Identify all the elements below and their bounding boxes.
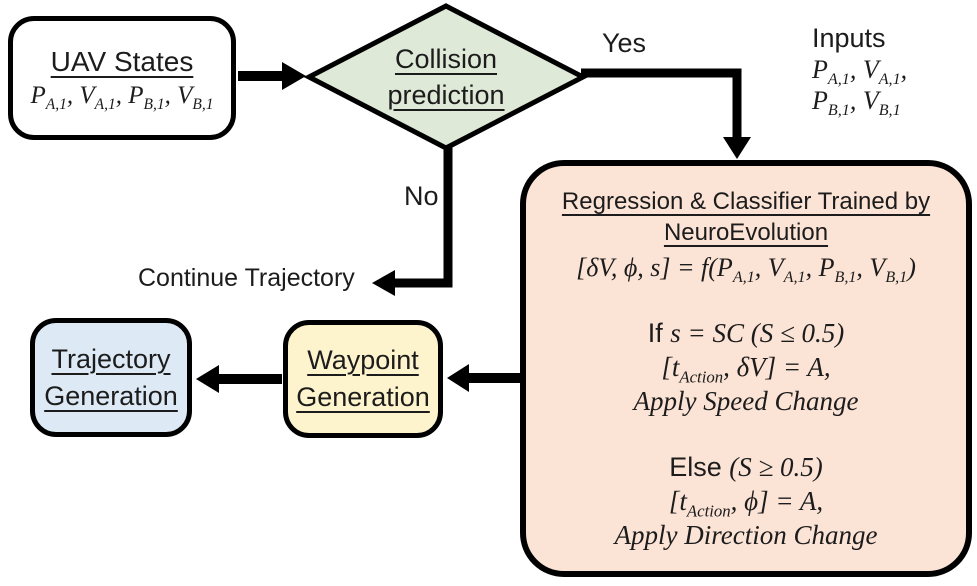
collision-label-line1: Collision — [394, 44, 498, 74]
else-keyword: Else — [669, 452, 730, 482]
node-collision-prediction: Collision prediction — [346, 27, 546, 127]
else-assignment-line: [tAction, ϕ] = A, — [668, 486, 824, 521]
regression-output-formula: [δV, ϕ, s] = f(PA,1, VA,1, PB,1, VB,1) — [576, 253, 916, 287]
trajectory-label-line2: Generation — [44, 380, 178, 411]
continue-trajectory-label: Continue Trajectory — [138, 264, 355, 292]
speed-condition-line: If s = SC (S ≤ 0.5) — [648, 316, 845, 350]
node-waypoint-generation: Waypoint Generation — [283, 320, 443, 438]
branch-label-yes: Yes — [602, 28, 647, 58]
waypoint-label-line2: Generation — [296, 382, 430, 412]
inputs-title: Inputs — [812, 23, 886, 53]
branch-label-no: No — [404, 181, 439, 211]
speed-assignment-line: [tAction, δV] = A, — [661, 352, 831, 387]
speed-keyword: If — [647, 318, 671, 348]
waypoint-label-line1: Waypoint — [307, 345, 419, 375]
inputs-formula-line2: PB,1, VB,1 — [812, 86, 901, 120]
else-condition: (S ≥ 0.5) — [729, 452, 823, 482]
regression-title-line2: NeuroEvolution — [663, 219, 829, 246]
arrow-no-head — [372, 270, 395, 296]
trajectory-label-line1: Trajectory — [51, 343, 171, 374]
inputs-formula-line1: PA,1, VA,1, — [812, 55, 908, 89]
node-regression-classifier: Regression & Classifier Trained by Neuro… — [520, 160, 972, 577]
arrow-regression-to-waypoint-head — [447, 364, 469, 392]
inputs-annotation: Inputs PA,1, VA,1, PB,1, VB,1 — [812, 22, 908, 120]
arrow-waypoint-to-trajectory-head — [196, 365, 219, 393]
arrow-yes-shaft — [581, 68, 742, 140]
speed-condition: s = SC (S ≤ 0.5) — [670, 318, 845, 348]
regression-title-line1: Regression & Classifier Trained by — [561, 188, 931, 215]
arrow-uav-to-collision-head — [282, 62, 306, 90]
node-trajectory-generation: Trajectory Generation — [30, 318, 192, 437]
uav-states-formula: PA,1, VA,1, PB,1, VB,1 — [30, 82, 214, 113]
else-condition-line: Else (S ≥ 0.5) — [669, 450, 823, 484]
uav-states-title: UAV States — [50, 46, 194, 77]
arrow-yes-head — [723, 137, 751, 159]
node-uav-states: UAV States PA,1, VA,1, PB,1, VB,1 — [8, 16, 236, 140]
collision-label-line2: prediction — [387, 80, 505, 110]
arrow-no-shaft — [394, 146, 453, 288]
else-action-line: Apply Direction Change — [614, 520, 878, 550]
speed-action-line: Apply Speed Change — [633, 386, 859, 416]
